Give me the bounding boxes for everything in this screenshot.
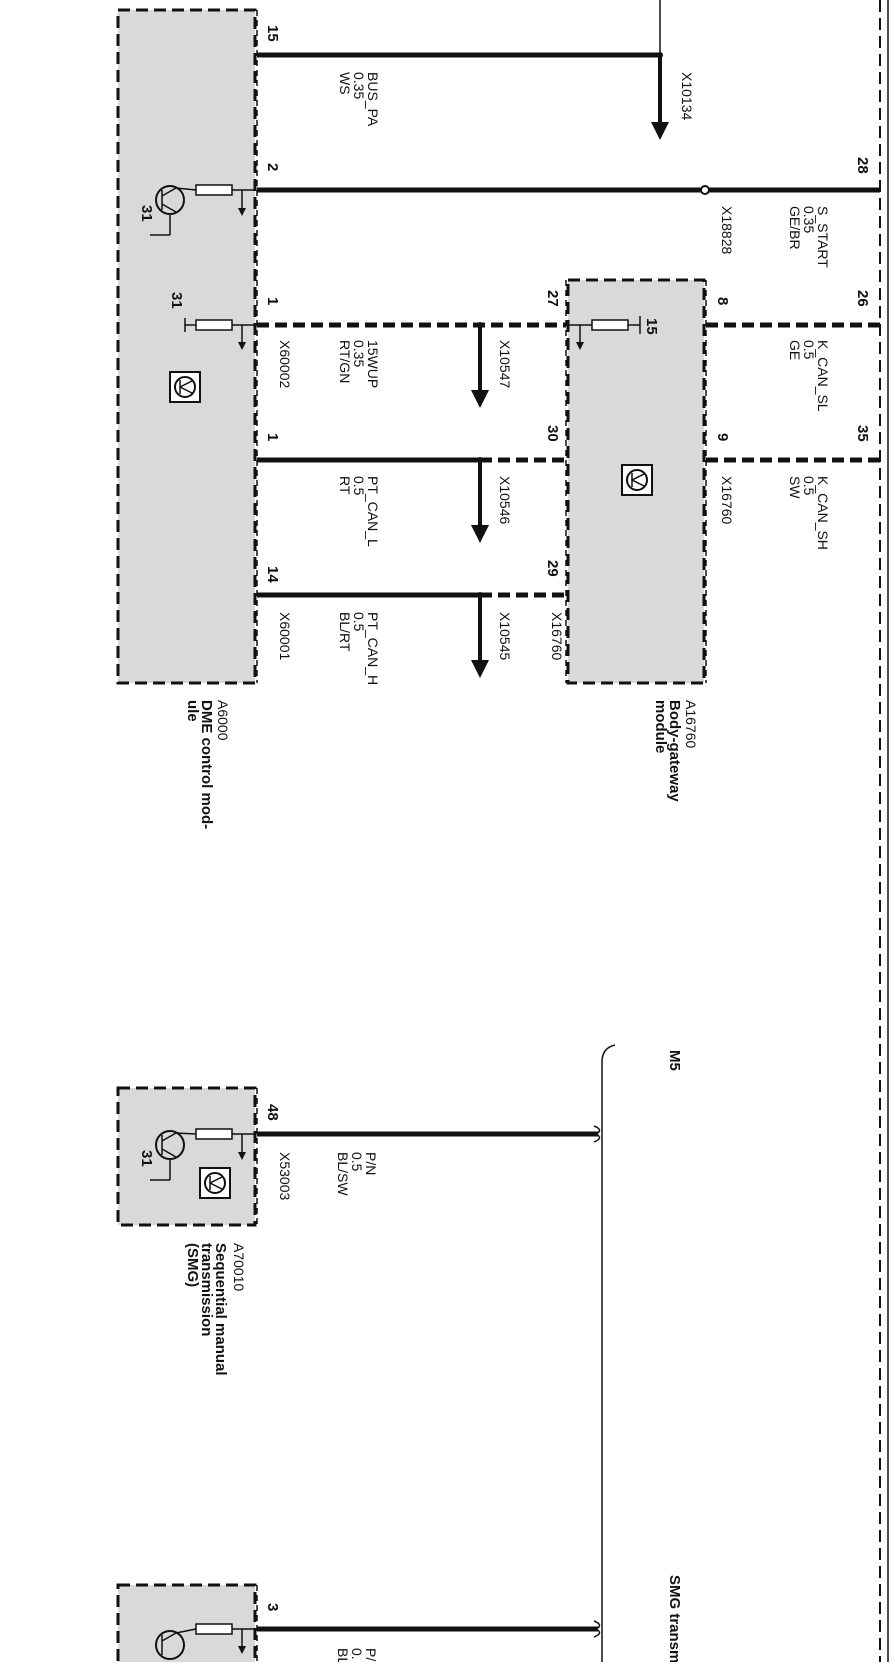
k-can-sl-color: GE — [787, 340, 803, 360]
pn-color: BL/SW — [335, 1152, 351, 1196]
bus-pa-size: 0.35 — [351, 72, 367, 99]
dme-module-name: DME control mod- — [198, 700, 215, 829]
s-start-color: GE/BR — [787, 206, 803, 250]
k-can-sl-pin-right: 26 — [854, 290, 871, 307]
gateway-module-name: Body-gateway — [666, 700, 683, 802]
dme-ground-31-a: 31 — [138, 205, 155, 222]
smg-module-box — [116, 1086, 257, 1227]
pt-can-h-connector-left: X60001 — [277, 612, 293, 660]
pn2-color: BL — [335, 1648, 351, 1662]
pt-can-h-arrow — [471, 660, 489, 678]
pn-size: 0.5 — [349, 1152, 365, 1172]
pn2-pin: 3 — [264, 1603, 281, 1611]
pt-can-l-connector: X10546 — [497, 476, 513, 524]
smg-icon — [199, 1167, 231, 1199]
pt-can-h-pin-left: 14 — [264, 566, 281, 583]
k-can-sh-color: SW — [787, 476, 803, 499]
15wup-size: 0.35 — [351, 340, 367, 367]
k-can-sh-pin-right: 35 — [854, 425, 871, 442]
smg-output-transistor — [150, 1128, 255, 1181]
k-can-sh-size: 0.5 — [801, 476, 817, 496]
dme-gateway-icon — [169, 371, 201, 403]
15wup-signal: 15WUP — [365, 340, 381, 388]
dme-input-resistor — [184, 318, 255, 350]
s-start-connector: X18828 — [719, 206, 735, 254]
gateway-module-name-2: module — [652, 700, 669, 753]
s-start-pin-left: 2 — [264, 163, 281, 171]
bus-pa-connector: X10134 — [679, 72, 695, 120]
s-start-size: 0.35 — [801, 206, 817, 233]
bus-pa-signal: BUS_PA — [365, 72, 381, 127]
pt-can-h-signal: PT_CAN_H — [365, 612, 381, 685]
smg-ground-31: 31 — [138, 1150, 155, 1167]
m5-group-brace — [601, 1044, 616, 1662]
pt-can-h-connector-mid: X10545 — [497, 612, 513, 660]
gateway-module-id: A16760 — [683, 700, 699, 748]
k-can-sl-pin-mid: 8 — [714, 297, 731, 305]
k-can-sh-signal: K_CAN_SH — [815, 476, 831, 550]
pt-can-h-pin-mid: 29 — [544, 560, 561, 577]
15wup-color: RT/GN — [337, 340, 353, 383]
k-can-sl-size: 0.5 — [801, 340, 817, 360]
pt-can-l-arrow — [471, 525, 489, 543]
15wup-connector-left: X60002 — [277, 340, 293, 388]
pt-can-h-size: 0.5 — [351, 612, 367, 632]
pt-can-h-color: BL/RT — [337, 612, 353, 652]
pt-can-l-signal: PT_CAN_L — [365, 476, 381, 547]
dme-ground-31-b: 31 — [168, 292, 185, 309]
s-start-signal: S_START — [815, 206, 831, 268]
k-can-sl-signal: K_CAN_SL — [815, 340, 831, 412]
pn-connector: X53003 — [277, 1152, 293, 1200]
pt-can-l-pin-mid: 30 — [544, 425, 561, 442]
smg-module-name-2: transmission — [198, 1243, 215, 1336]
smg-module-name: Sequential manual — [212, 1243, 229, 1376]
pt-can-l-pin-left: 1 — [264, 433, 281, 441]
pn-pin: 48 — [264, 1104, 281, 1121]
dme-output-transistor — [150, 184, 255, 236]
gateway-icon — [621, 464, 653, 496]
15wup-arrow — [471, 390, 489, 408]
smg-group-label: SMG transmiss — [666, 1575, 683, 1662]
k-can-sh-connector: X16760 — [719, 476, 735, 524]
dme-module-id: A6000 — [215, 700, 231, 741]
pt-can-l-color: RT — [337, 476, 353, 495]
dme-module-box — [116, 8, 257, 685]
15wup-pin-mid: 27 — [544, 290, 561, 307]
pt-can-l-size: 0.5 — [351, 476, 367, 496]
pn2-signal: P/ — [363, 1648, 379, 1661]
15wup-connector-mid: X10547 — [497, 340, 513, 388]
dme-module-name-2: ule — [184, 700, 201, 722]
bus-pa-pin: 15 — [264, 25, 281, 42]
pn-wire-break — [593, 1125, 601, 1143]
pn-signal: P/N — [363, 1152, 379, 1175]
k-can-sh-pin-mid: 9 — [714, 433, 731, 441]
bus-pa-arrow — [651, 122, 669, 140]
15wup-pin-left: 1 — [264, 297, 281, 305]
bus-pa-color: WS — [337, 72, 353, 95]
smg-module-name-3: (SMG) — [184, 1243, 201, 1287]
pt-can-h-connector-mid2: X16760 — [549, 612, 565, 660]
smg2-output-transistor — [155, 1623, 255, 1660]
s-start-pin-right: 28 — [854, 157, 871, 174]
pn2-size: 0. — [349, 1648, 365, 1660]
smg-module-box-2 — [116, 1583, 257, 1667]
m5-group-label: M5 — [666, 1050, 683, 1071]
pn2-wire-break — [593, 1620, 601, 1638]
gateway-input-resistor — [568, 316, 641, 350]
smg-module-id: A70010 — [231, 1243, 247, 1291]
gateway-terminal-15: 15 — [643, 318, 660, 335]
